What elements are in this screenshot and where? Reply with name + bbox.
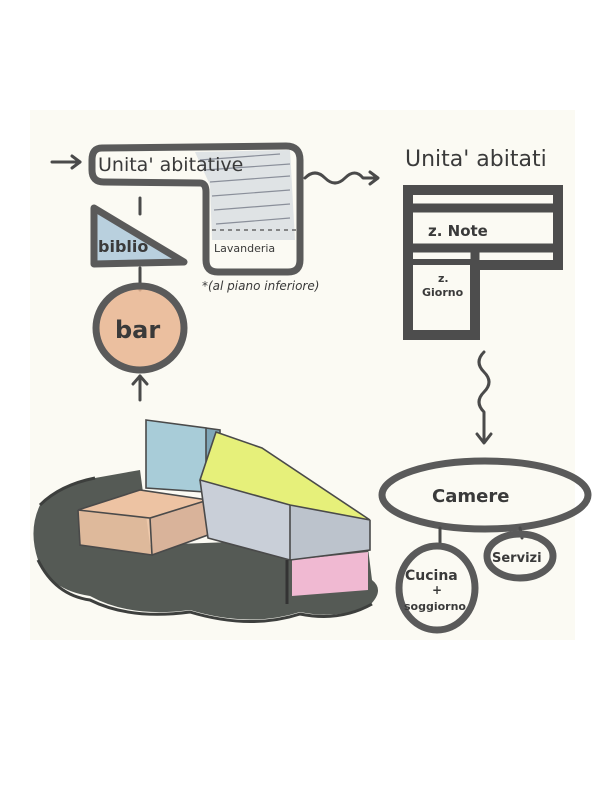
piano-note: *(al piano inferiore) [202,279,319,293]
cucina-label-3: soggiorno [404,600,466,613]
lavanderia-label: Lavanderia [214,242,275,255]
unita-left-label: Unita' abitative [98,154,243,176]
orange-block-front [78,510,152,555]
pink-volume [292,552,368,596]
giorno-label-2: Giorno [422,286,464,299]
orange-block-top [78,490,208,518]
green-block-top [200,432,370,520]
servizi-label: Servizi [492,551,542,566]
cucina-label-2: + [432,583,442,597]
bar-fill [98,288,182,368]
giorno-label-1: z. [438,272,449,285]
cucina-label-1: Cucina [405,568,458,584]
squiggle-arrow-right [303,170,380,186]
camere-outline [378,457,592,533]
top-right-cluster: Unita' abitati z. Note z. Giorno [403,147,563,340]
unita-hatch-lines [199,153,291,225]
bar-up-arrow [131,374,149,402]
massing-sketch [33,419,379,624]
blue-block-front [146,420,206,492]
grey-block-side [290,505,370,560]
bar-outline [92,282,188,374]
servizi-outline [483,530,557,582]
incoming-arrow [50,154,82,170]
squiggle-arrow-down [475,350,493,445]
unita-right-label: Unita' abitati [405,147,547,172]
unita-outline [88,142,304,276]
grey-block-edge [198,430,371,562]
camere-label: Camere [432,486,509,507]
biblio-label: biblio [98,237,148,256]
cucina-outline [395,542,479,634]
unita-hatch-fill [195,150,295,240]
shadow-edge [36,476,373,624]
grey-block-front [200,480,290,560]
biblio-outline [90,204,188,268]
bar-label: bar [115,316,160,344]
note-label: z. Note [428,222,488,240]
top-left-cluster: Unita' abitative Lavanderia *(al piano i… [50,142,319,402]
bottom-right-cluster: Camere Cucina + soggiorno Servizi [378,457,592,634]
